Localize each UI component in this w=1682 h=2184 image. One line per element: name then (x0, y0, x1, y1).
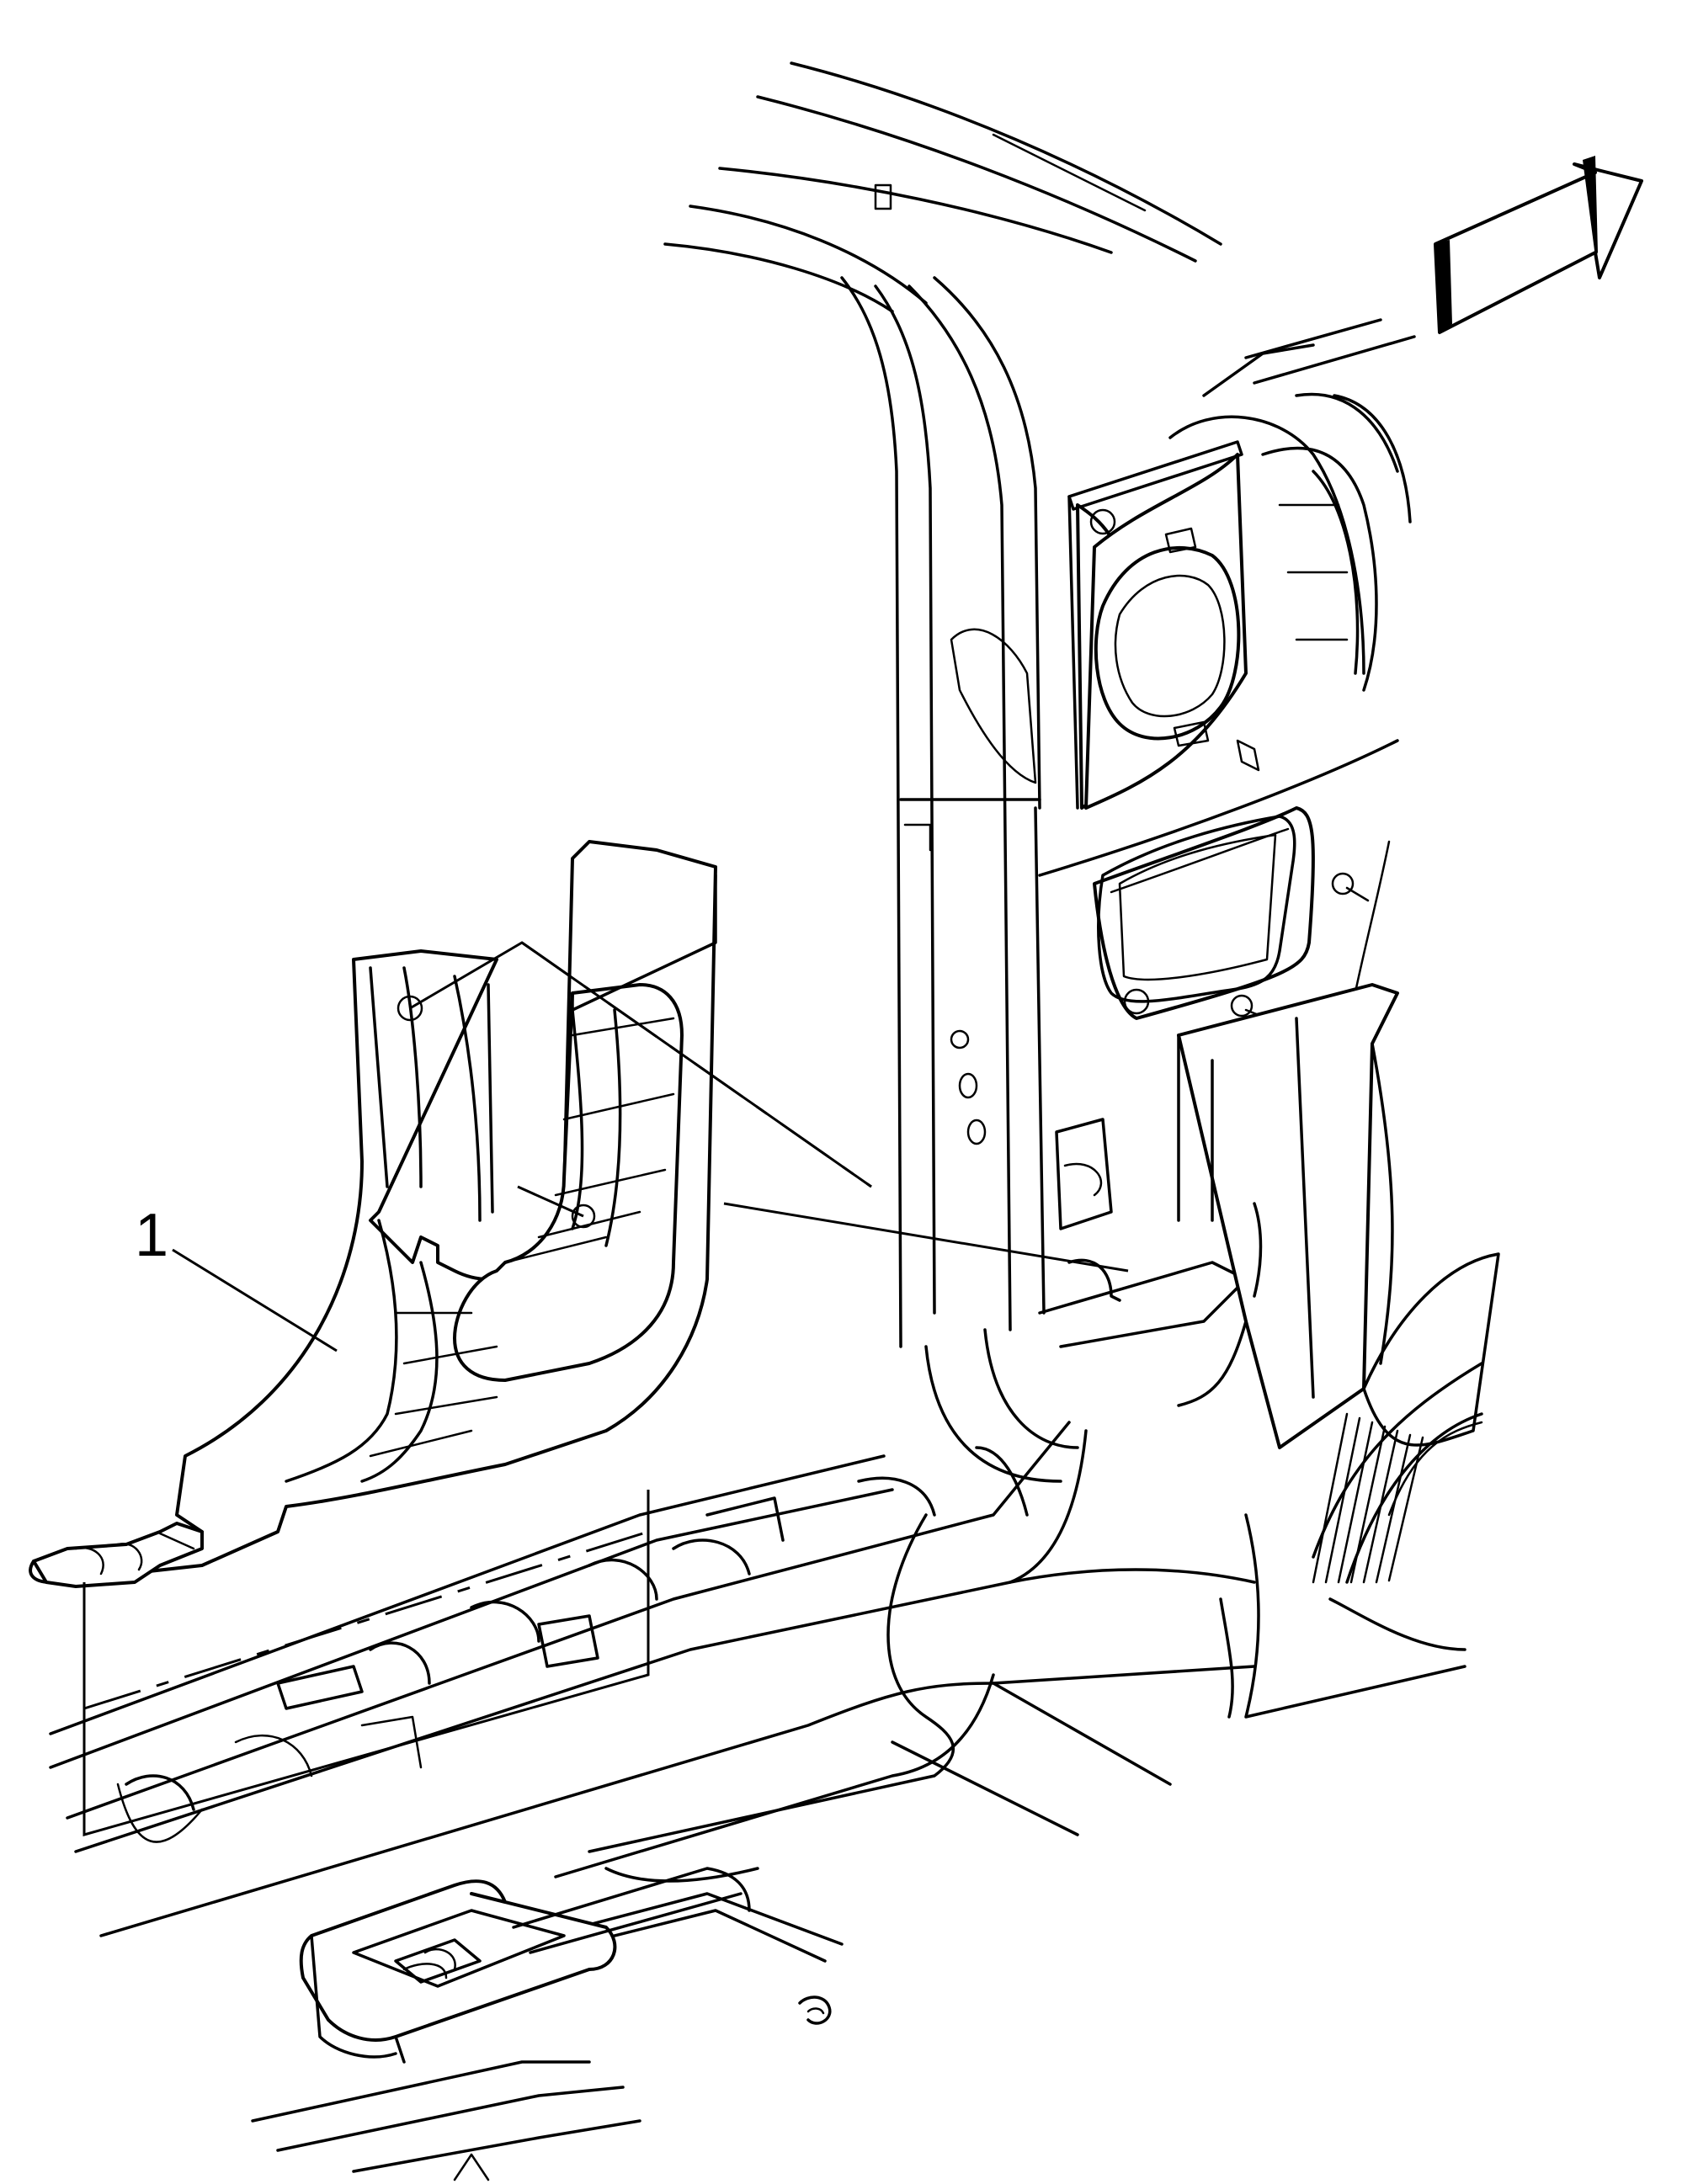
callout-label: 1 (135, 1202, 168, 1269)
upper-trim-assembly (1084, 318, 1416, 810)
ribbed-texture (1312, 1412, 1424, 1584)
roof-rail (663, 61, 1222, 313)
b-pillar (840, 276, 1041, 1348)
seat-belt-anchor-plate (299, 1879, 617, 2064)
wheelhouse (1219, 1252, 1500, 1719)
bolt-icon (1331, 872, 1370, 902)
rear-seat-bolster (1261, 392, 1412, 692)
anchor-bracket (512, 1867, 832, 2025)
floor-pan (251, 1513, 995, 2181)
window-opening (1097, 815, 1370, 1079)
callout-1: 1 (135, 1202, 338, 1352)
rear-quarter-panel (1177, 983, 1399, 1449)
rocker-sill (49, 1328, 1256, 1937)
forward-arrow-icon (1434, 156, 1643, 334)
b-pillar-lower-trim-panel (29, 840, 717, 1588)
alignment-guides (83, 941, 1129, 1836)
